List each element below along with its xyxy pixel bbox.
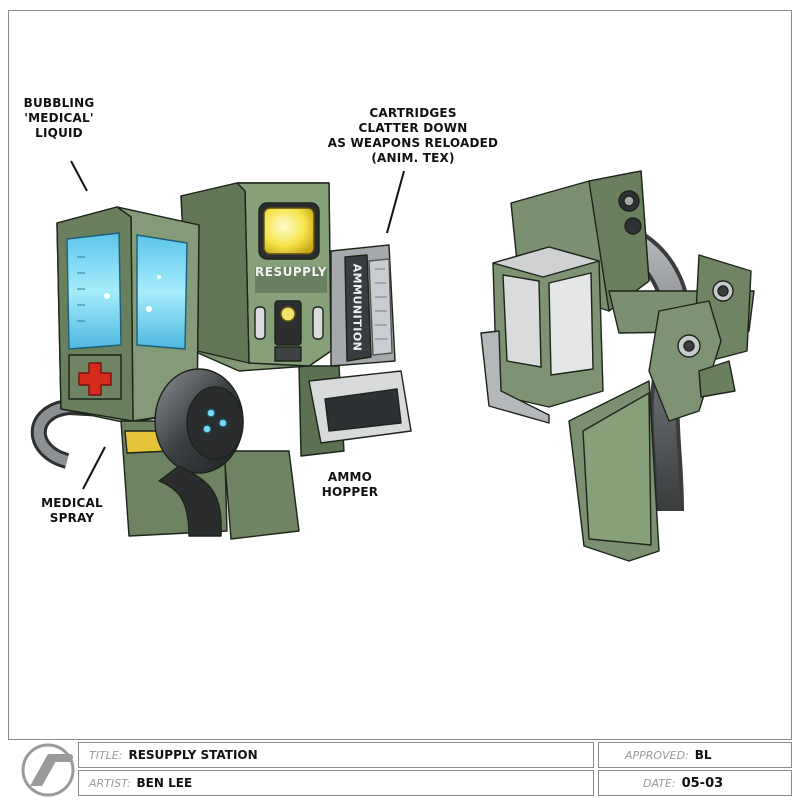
annotation-medical-spray: MEDICAL SPRAY (41, 496, 103, 525)
approved-label: APPROVED: (625, 748, 689, 762)
resupply-panel-label: RESUPPLY (255, 265, 327, 279)
annotation-cartridges: CARTRIDGES CLATTER DOWN AS WEAPONS RELOA… (327, 106, 499, 165)
artist-value: BEN LEE (136, 776, 193, 790)
concept-illustration (30, 160, 755, 562)
title-value: RESUPPLY STATION (128, 748, 258, 762)
artist-cell: ARTIST: BEN LEE (78, 770, 594, 796)
studio-logo-icon (21, 743, 75, 797)
annotation-medical-liquid: BUBBLING 'MEDICAL' LIQUID (23, 96, 95, 140)
approved-cell: APPROVED: BL (598, 742, 792, 768)
ammunition-panel-label: AMMUNITION (350, 263, 364, 352)
front-view-machine (30, 160, 412, 540)
approved-value: BL (694, 748, 712, 762)
annotation-ammo-hopper: AMMO HOPPER (321, 470, 379, 499)
title-block: TITLE: RESUPPLY STATION ARTIST: BEN LEE … (8, 742, 792, 797)
artwork-frame: RESUPPLY AMMUNITION (8, 10, 792, 740)
date-label: DATE: (643, 776, 676, 790)
title-label: TITLE: (89, 748, 123, 762)
title-cell: TITLE: RESUPPLY STATION (78, 742, 594, 768)
artist-label: ARTIST: (89, 776, 131, 790)
date-cell: DATE: 05-03 (598, 770, 792, 796)
back-view-machine (480, 170, 755, 562)
date-value: 05-03 (681, 775, 724, 791)
